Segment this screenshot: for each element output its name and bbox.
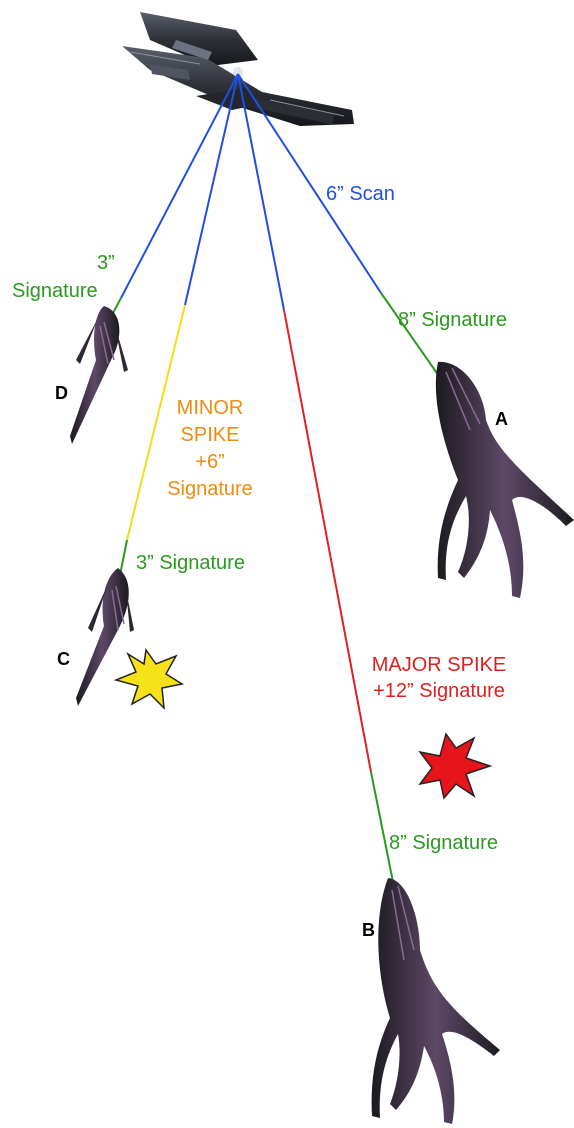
minor-spike-label-line2: SPIKE — [181, 424, 240, 446]
alien-ship-icon — [76, 568, 134, 706]
signature-label-c: 3” Signature — [136, 552, 245, 574]
scan-range-label: 6” Scan — [326, 183, 395, 205]
alien-ship-icon — [372, 878, 500, 1124]
yellow-burst-icon — [116, 650, 182, 708]
red-burst-icon — [420, 734, 490, 798]
ship-label-a: A — [495, 409, 508, 429]
scan-line-c — [185, 74, 238, 305]
alien-ship-icon — [436, 362, 574, 598]
major-spike-label-line1: MAJOR SPIKE — [372, 654, 506, 676]
signature-label-b: 8” Signature — [389, 832, 498, 854]
signature-label-a: 8” Signature — [398, 309, 507, 331]
signature-line-b — [371, 772, 393, 882]
ship-label-b: B — [362, 920, 375, 940]
battleship-icon — [122, 12, 354, 126]
signature-label-d-line2: Signature — [12, 280, 98, 302]
minor-spike-label-line3: +6” — [195, 451, 224, 473]
ship-label-c: C — [57, 649, 70, 669]
minor-spike-label-line1: MINOR — [177, 397, 244, 419]
signature-label-d-line1: 3” — [97, 252, 115, 274]
major-spike-line — [284, 310, 371, 772]
alien-ship-icon — [70, 306, 128, 444]
minor-spike-line — [127, 305, 185, 540]
scan-line-d — [121, 74, 238, 298]
minor-spike-label-line4: Signature — [167, 478, 253, 500]
ship-label-d: D — [55, 383, 68, 403]
major-spike-label-line2: +12” Signature — [373, 680, 505, 702]
